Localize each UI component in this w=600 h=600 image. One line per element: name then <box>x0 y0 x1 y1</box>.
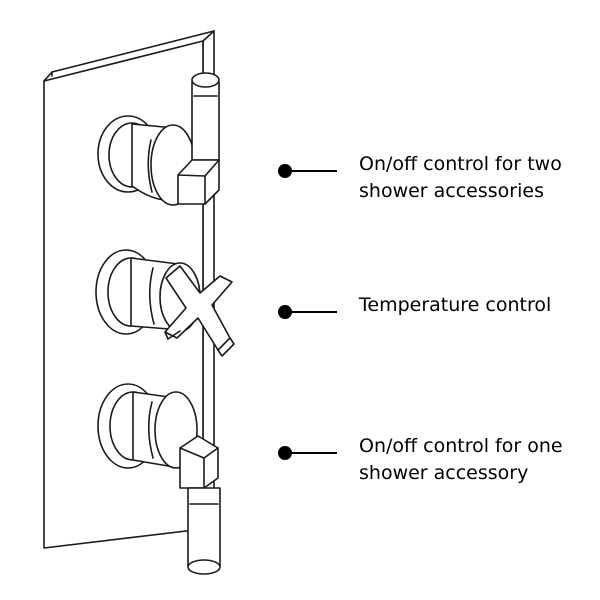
bottom-lever-block-top <box>179 447 205 459</box>
top-lever-block-top <box>177 174 206 177</box>
callout-label-bottom-line-2: shower accessory <box>359 462 528 484</box>
callout-label-top-line-1: On/off control for two <box>359 153 562 175</box>
callout-labels: On/off control for two shower accessorie… <box>358 153 563 484</box>
shower-valve-illustration <box>43 30 235 575</box>
callout-pointer-top <box>278 164 337 178</box>
bottom-lever-block <box>179 435 219 489</box>
bottom-lever-cap <box>187 559 221 575</box>
bottom-lever-shaft <box>187 487 221 567</box>
cross-handle-edge <box>217 337 235 357</box>
bottom-lever-block-corner <box>203 447 219 459</box>
callout-label-top-line-2: shower accessories <box>359 180 544 202</box>
callout-dot <box>278 305 292 319</box>
callout-label-middle: Temperature control <box>358 294 551 316</box>
cross-handle-edge-left <box>164 330 181 340</box>
bottom-knob-shade <box>147 401 154 459</box>
callout-pointers <box>278 164 337 460</box>
middle-knob-shade <box>148 267 155 325</box>
bottom-control <box>97 383 221 575</box>
callout-dot <box>278 446 292 460</box>
callout-label-bottom-line-1: On/off control for one <box>359 435 563 457</box>
top-lever-shaft <box>191 81 220 161</box>
middle-control <box>95 249 235 357</box>
top-control <box>97 72 220 206</box>
top-lever-cap <box>191 72 220 88</box>
callout-dot <box>278 164 292 178</box>
top-knob-shade <box>147 139 153 193</box>
callout-pointer-middle <box>278 305 337 319</box>
top-lever-block-corner <box>204 159 220 177</box>
callout-pointer-bottom <box>278 446 337 460</box>
